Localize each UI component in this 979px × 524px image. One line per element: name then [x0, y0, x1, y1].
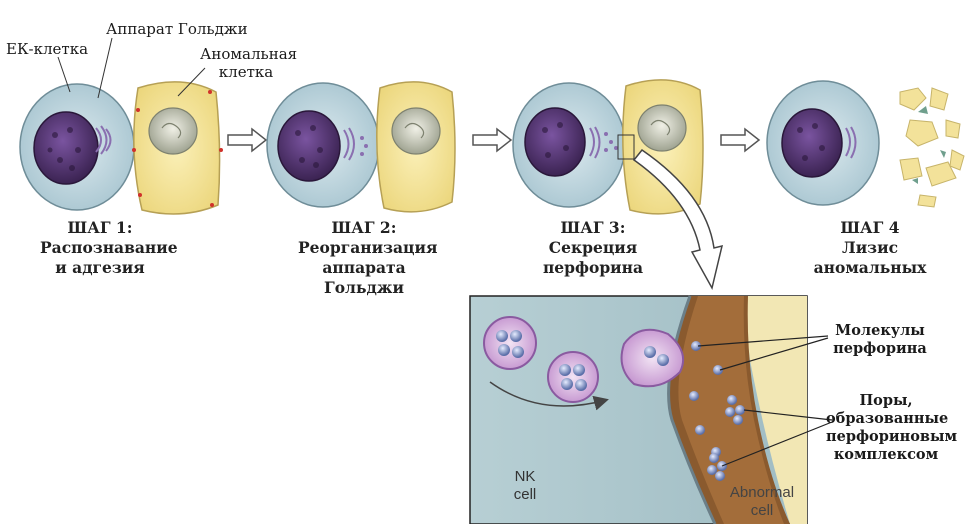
step3-caption: ШАГ 3: Секреция перфорина [538, 218, 648, 278]
perforin-pores-label: Поры, образованные перфориновым комплекс… [826, 392, 946, 464]
golgi-label: Аппарат Гольджи [106, 20, 248, 38]
step-arrow-2 [473, 129, 511, 151]
step1-abnormal-cell [132, 82, 223, 214]
step2-nk-cell [267, 83, 379, 207]
step4-caption: ШАГ 4 Лизис аномальных [810, 218, 930, 278]
granule-fusing [622, 330, 684, 387]
step1-caption: ШАГ 1: Распознавание и адгезия [40, 218, 160, 278]
step2-caption: ШАГ 2: Реорганизация аппарата Гольджи [298, 218, 430, 298]
step3-nk-cell [513, 83, 625, 207]
nk-cell-label: ЕК-клетка [6, 40, 88, 58]
granule-vesicle-1 [484, 317, 536, 369]
step2-abnormal-cell [377, 82, 455, 212]
perforin-molecules-label: Молекулы перфорина [830, 322, 930, 358]
granule-vesicle-2 [548, 352, 598, 402]
step4-nk-cell [767, 81, 879, 205]
step3-abnormal-cell [623, 80, 703, 214]
inset-abnormal-cell-label: Abnormal cell [722, 484, 802, 520]
lysed-cell-fragments [900, 88, 964, 207]
inset-nk-cell-label: NK cell [505, 468, 545, 504]
step-arrow-1 [228, 129, 266, 151]
abnormal-cell-label: Аномальная клетка [200, 45, 292, 81]
step-arrow-3 [721, 129, 759, 151]
step1-nk-cell [20, 84, 134, 210]
